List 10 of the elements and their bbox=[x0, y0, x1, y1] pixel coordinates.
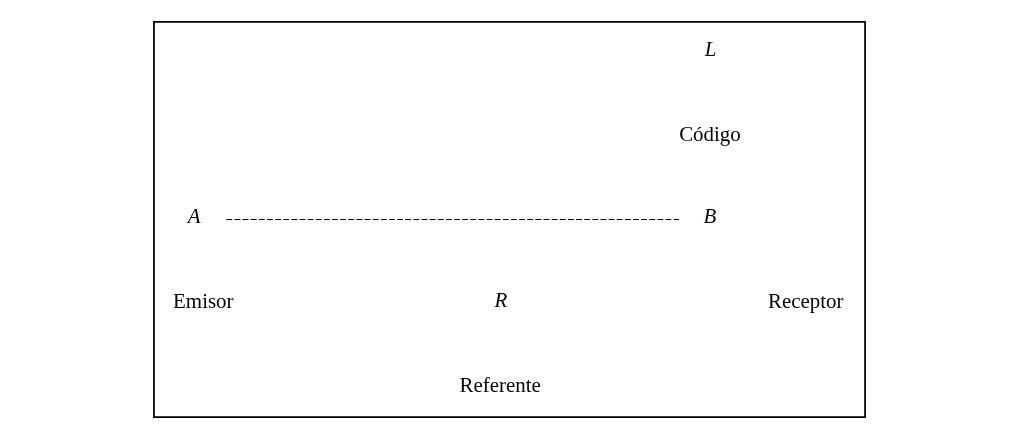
cluster bbox=[152, 21, 866, 418]
label: Receptor bbox=[767, 289, 843, 314]
label: R bbox=[493, 288, 507, 313]
label: Código bbox=[678, 121, 741, 146]
node-text: A bbox=[187, 204, 200, 229]
node-text: B bbox=[703, 204, 716, 229]
label: Emisor bbox=[172, 289, 234, 314]
label: L bbox=[704, 37, 716, 62]
connector bbox=[225, 218, 679, 221]
label: Referente bbox=[459, 372, 541, 397]
